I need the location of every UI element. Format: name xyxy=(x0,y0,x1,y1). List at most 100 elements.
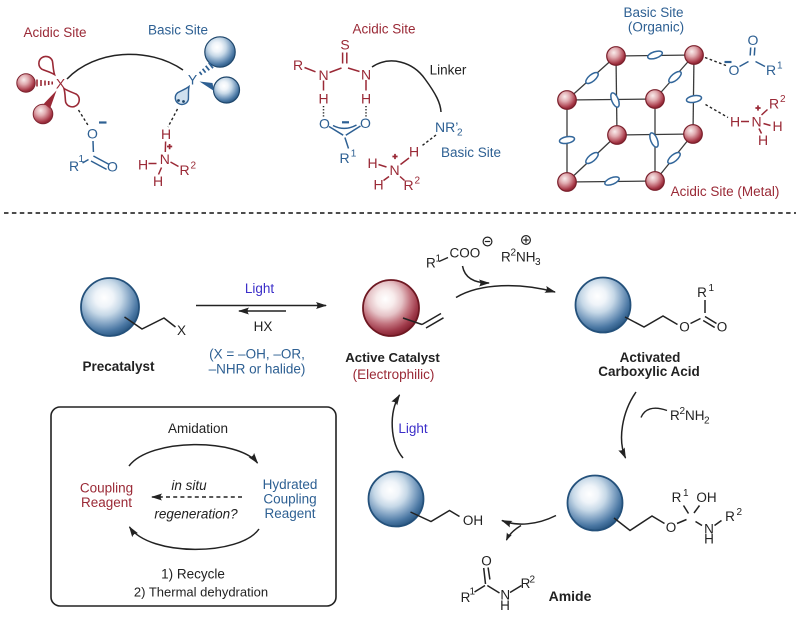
svg-text:Light: Light xyxy=(245,281,275,296)
svg-text:O: O xyxy=(107,159,118,175)
svg-text:HX: HX xyxy=(254,319,273,334)
svg-text:2: 2 xyxy=(737,507,743,518)
svg-text:N: N xyxy=(361,67,371,83)
svg-text:R: R xyxy=(697,285,707,300)
svg-text:(Electrophilic): (Electrophilic) xyxy=(353,367,435,382)
svg-text:H: H xyxy=(367,155,377,171)
svg-text:R: R xyxy=(725,509,735,524)
svg-text:S: S xyxy=(340,37,349,53)
svg-text:H: H xyxy=(772,118,782,134)
svg-text:Basic Site: Basic Site xyxy=(623,5,683,20)
svg-text:2: 2 xyxy=(780,94,786,105)
svg-text:1: 1 xyxy=(470,587,476,598)
svg-text:R: R xyxy=(179,162,189,178)
svg-text:O: O xyxy=(679,320,690,335)
svg-text:2) Thermal dehydration: 2) Thermal dehydration xyxy=(134,585,268,600)
svg-text:O: O xyxy=(666,520,677,535)
svg-text:2: 2 xyxy=(530,575,536,586)
svg-text:1: 1 xyxy=(777,61,783,72)
svg-text:Coupling: Coupling xyxy=(80,481,133,496)
svg-text:2: 2 xyxy=(415,176,421,187)
svg-text:Basic Site: Basic Site xyxy=(148,23,208,38)
svg-text:R: R xyxy=(69,158,79,174)
svg-text:O: O xyxy=(319,116,330,132)
svg-text:Light: Light xyxy=(398,421,428,436)
svg-text:(Organic): (Organic) xyxy=(628,20,684,35)
svg-text:H: H xyxy=(730,114,740,130)
svg-text:Y: Y xyxy=(188,72,198,88)
svg-text:O: O xyxy=(717,320,728,335)
svg-text:O: O xyxy=(481,554,492,569)
svg-text:Carboxylic Acid: Carboxylic Acid xyxy=(598,364,700,379)
svg-text:H: H xyxy=(500,598,510,613)
svg-text:2: 2 xyxy=(704,416,710,427)
svg-text:Active Catalyst: Active Catalyst xyxy=(345,350,440,365)
svg-text:H: H xyxy=(409,144,419,160)
svg-text:R: R xyxy=(521,576,531,591)
svg-text:COO: COO xyxy=(450,246,481,261)
svg-text:H: H xyxy=(373,177,383,193)
svg-text:OH: OH xyxy=(696,490,716,505)
svg-text:R: R xyxy=(461,590,471,605)
svg-text:H: H xyxy=(758,132,768,148)
svg-text:R: R xyxy=(426,256,436,271)
svg-text:1: 1 xyxy=(79,154,85,165)
svg-text:Reagent: Reagent xyxy=(81,495,132,510)
svg-text:N: N xyxy=(318,67,328,83)
svg-text:1: 1 xyxy=(683,488,689,499)
svg-text:R: R xyxy=(403,177,413,193)
svg-text:Basic Site: Basic Site xyxy=(441,145,501,160)
svg-text:2: 2 xyxy=(511,248,517,259)
svg-text:N: N xyxy=(704,522,714,537)
svg-text:R: R xyxy=(293,57,303,73)
svg-text:H: H xyxy=(161,126,171,142)
svg-text:NH: NH xyxy=(685,408,705,423)
svg-text:NH: NH xyxy=(516,250,536,265)
svg-text:Amidation: Amidation xyxy=(168,421,228,436)
svg-text:R: R xyxy=(766,62,776,78)
svg-text:R: R xyxy=(670,408,680,423)
svg-text:1) Recycle: 1) Recycle xyxy=(161,567,225,582)
svg-text:in situ: in situ xyxy=(171,478,207,493)
svg-text:(X = –OH, –OR,: (X = –OH, –OR, xyxy=(209,347,305,362)
svg-text:3: 3 xyxy=(535,257,541,268)
svg-text:Linker: Linker xyxy=(430,63,467,78)
svg-text:–NHR or halide): –NHR or halide) xyxy=(209,362,306,377)
svg-text:O: O xyxy=(360,115,371,131)
svg-text:1: 1 xyxy=(709,283,715,294)
svg-text:Acidic Site: Acidic Site xyxy=(352,22,415,37)
svg-text:1: 1 xyxy=(436,254,442,265)
svg-text:1: 1 xyxy=(351,149,357,160)
svg-text:H: H xyxy=(704,532,714,547)
svg-text:Activated: Activated xyxy=(620,350,681,365)
svg-text:N: N xyxy=(751,114,761,130)
svg-text:O: O xyxy=(729,62,740,78)
svg-text:H: H xyxy=(153,173,163,189)
svg-text:O: O xyxy=(748,32,759,48)
svg-text:Reagent: Reagent xyxy=(264,506,315,521)
svg-text:X: X xyxy=(177,323,186,338)
svg-text:Amide: Amide xyxy=(549,588,592,604)
svg-text:N: N xyxy=(500,588,510,603)
svg-text:H: H xyxy=(318,91,328,107)
svg-text:Hydrated: Hydrated xyxy=(263,477,318,492)
svg-text:2: 2 xyxy=(191,161,197,172)
svg-text:Coupling: Coupling xyxy=(263,492,316,507)
svg-text:O: O xyxy=(87,126,98,142)
svg-text:N: N xyxy=(389,162,399,178)
svg-text:R: R xyxy=(501,250,511,265)
svg-text:H: H xyxy=(361,91,371,107)
svg-text:2: 2 xyxy=(680,406,686,417)
svg-text:R: R xyxy=(340,150,350,166)
svg-text:regeneration?: regeneration? xyxy=(154,507,238,522)
svg-text:NR’: NR’ xyxy=(435,119,458,135)
svg-text:Acidic Site: Acidic Site xyxy=(23,25,86,40)
svg-text:Acidic Site (Metal): Acidic Site (Metal) xyxy=(671,184,780,199)
svg-text:H: H xyxy=(138,156,148,172)
svg-text:X: X xyxy=(56,76,66,92)
svg-text:OH: OH xyxy=(463,513,483,528)
svg-text:N: N xyxy=(160,151,170,167)
svg-text:Precatalyst: Precatalyst xyxy=(82,359,155,374)
svg-text:R: R xyxy=(769,96,779,112)
svg-text:2: 2 xyxy=(457,128,463,139)
